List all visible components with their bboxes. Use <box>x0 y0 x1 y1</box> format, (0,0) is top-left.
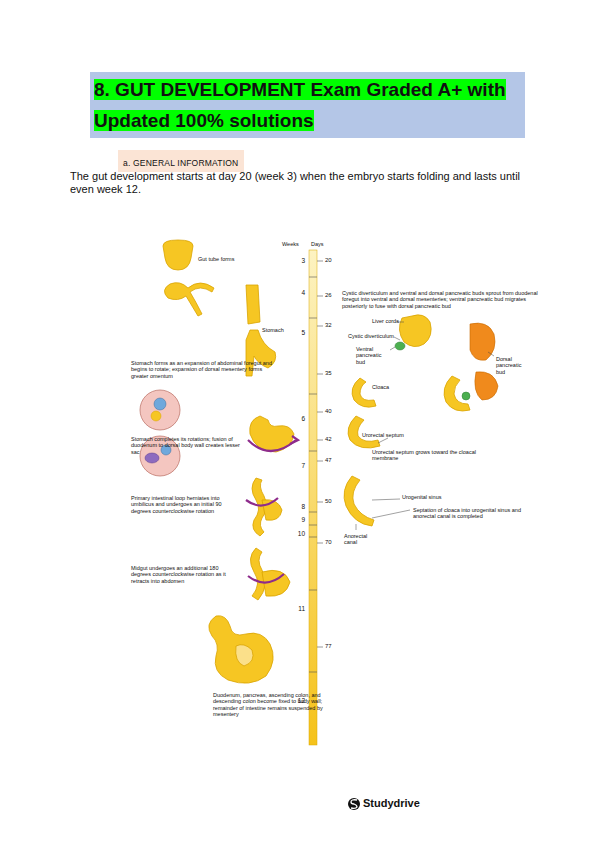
day-number: 32 <box>325 322 332 329</box>
logo-mark <box>351 800 357 809</box>
day-number: 40 <box>325 408 332 415</box>
part-label: Ventral pancreatic bud <box>356 346 390 365</box>
week-number: 7 <box>289 462 305 469</box>
logo-icon <box>348 798 360 810</box>
leader-lines <box>356 322 494 530</box>
part-label: Stomach <box>262 327 284 333</box>
page-title: 8. GUT DEVELOPMENT Exam Graded A+ with U… <box>94 79 506 131</box>
heading-text: a. GENERAL INFORMATION <box>123 158 238 168</box>
day-number: 42 <box>325 436 332 443</box>
day-number: 35 <box>325 370 332 377</box>
day-number: 50 <box>325 498 332 505</box>
week-number: 10 <box>289 530 305 537</box>
stage-note: Duodenum, pancreas, ascending colon, and… <box>213 692 333 717</box>
axis-title: Weeks <box>282 241 299 247</box>
stage-note: Septation of cloaca into urogenital sinu… <box>413 507 525 520</box>
timeline-ticks <box>309 261 323 672</box>
week-number: 8 <box>289 503 305 510</box>
stage-note: Stomach completes its rotations; fusion … <box>131 436 243 455</box>
week-number: 5 <box>289 329 305 336</box>
day-number: 20 <box>325 257 332 264</box>
part-label: Urorectal septum <box>362 432 404 438</box>
week-number: 9 <box>289 516 305 523</box>
stage-note: Stomach forms as an expansion of abdomin… <box>131 360 273 379</box>
section-heading: a. GENERAL INFORMATION <box>118 150 244 172</box>
part-label: Anorectal canal <box>344 533 374 546</box>
day-number: 47 <box>325 457 332 464</box>
cross-sections <box>140 390 180 476</box>
day-number: 26 <box>325 292 332 299</box>
part-label: Liver cords <box>372 318 399 324</box>
part-label: Cystic diverticulum <box>348 333 394 339</box>
pancreatic-buds <box>395 323 498 400</box>
body-text: The gut development starts at day 20 (we… <box>70 170 530 195</box>
part-label: Cloaca <box>372 384 389 390</box>
part-label: Dorsal pancreatic bud <box>496 356 532 375</box>
week-number: 3 <box>289 257 305 264</box>
stage-label: Gut tube forms <box>198 256 234 262</box>
day-number: 70 <box>325 539 332 546</box>
day-number: 77 <box>325 643 332 650</box>
stage-note: Cystic diverticulum and ventral and dors… <box>342 290 542 309</box>
stage-note: Midgut undergoes an additional 180 degre… <box>131 565 239 584</box>
rotation-arrows <box>246 436 298 583</box>
week-number: 11 <box>289 605 305 612</box>
part-label: Urogenital sinus <box>402 494 441 500</box>
stage-note: Primary intestinal loop herniates into u… <box>131 495 239 514</box>
title-band: 8. GUT DEVELOPMENT Exam Graded A+ with U… <box>90 72 525 138</box>
stage-note: Urorectal septum grows toward the cloaca… <box>372 449 484 462</box>
axis-title: Days <box>311 241 324 247</box>
watermark: Studydrive <box>363 797 420 810</box>
week-number: 6 <box>289 415 305 422</box>
timeline-bar <box>309 250 317 745</box>
week-number: 4 <box>289 289 305 296</box>
